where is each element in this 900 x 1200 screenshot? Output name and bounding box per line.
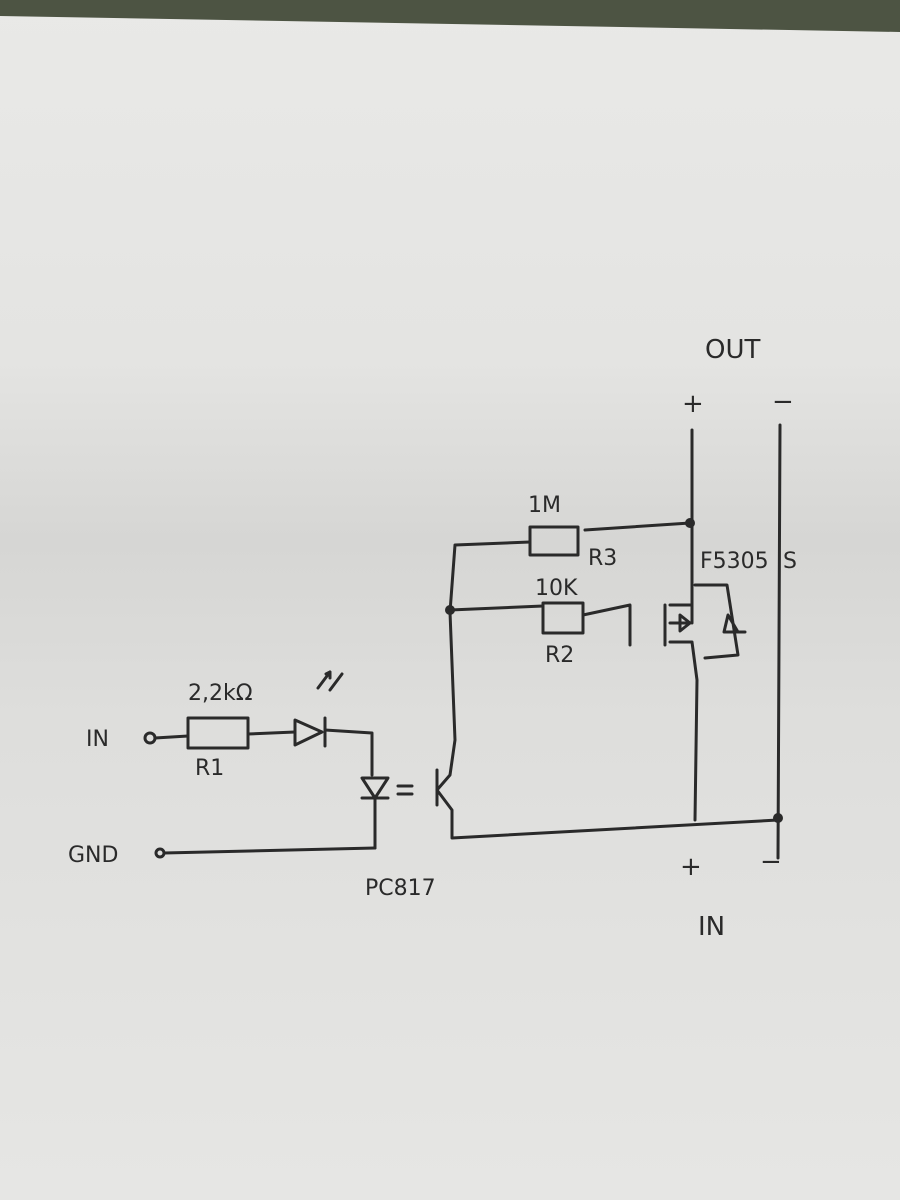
input-wires (153, 728, 374, 777)
r2-name: R2 (545, 643, 574, 668)
r1-resistor (186, 716, 250, 750)
in-plus: + (680, 852, 702, 882)
r2-wires (448, 603, 632, 647)
negative-rail (776, 423, 782, 860)
r1-name: R1 (195, 756, 224, 781)
ground-wire (162, 846, 377, 855)
in-label: IN (698, 912, 725, 942)
r3-name: R3 (588, 546, 617, 571)
optocoupler-led-icon (360, 776, 414, 850)
optocoupler-name: PC817 (365, 876, 436, 901)
junction-node (773, 813, 783, 823)
out-label: OUT (705, 335, 760, 365)
collector-wire (435, 610, 780, 840)
r3-resistor (528, 525, 580, 557)
in-minus: − (760, 847, 782, 877)
mosfet-symbol (663, 583, 747, 822)
ground-label: GND (68, 843, 118, 868)
background-strip (0, 0, 900, 32)
r3-wires (448, 521, 692, 614)
indicator-led-icon (293, 670, 344, 748)
mosfet-name: F5305 (700, 549, 769, 574)
r1-value: 2,2kΩ (188, 681, 253, 706)
mosfet-pin: S (783, 549, 797, 574)
r3-value: 1M (528, 493, 561, 518)
r2-value: 10K (535, 576, 578, 601)
input-label: IN (86, 727, 109, 752)
out-minus: − (772, 387, 794, 417)
out-plus: + (682, 389, 704, 419)
r2-resistor (541, 601, 585, 635)
